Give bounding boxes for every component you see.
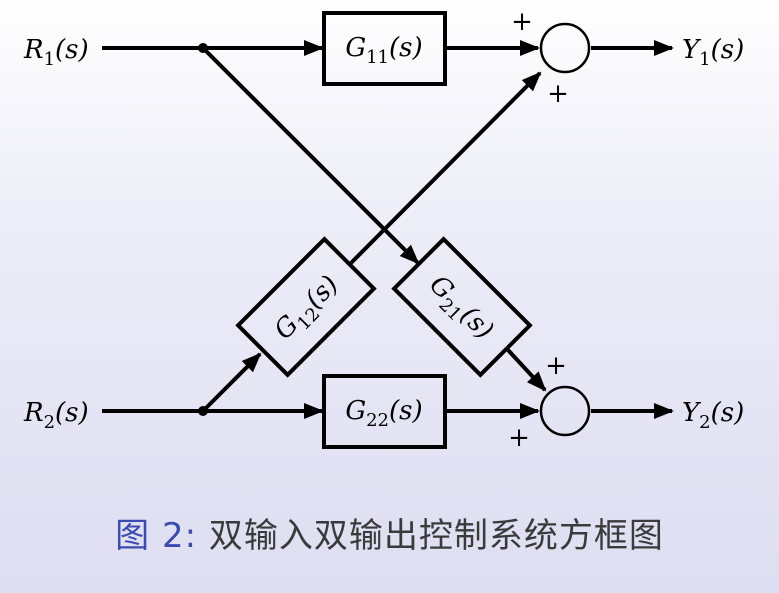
r2-to-g12-line (201, 352, 262, 413)
block-diagram: R1(s) R2(s) Y1(s) Y2(s) G11(s) G22(s) G1… (23, 7, 744, 453)
input-label-r2: R2(s) (23, 398, 89, 433)
output-label-y2: Y2(s) (682, 398, 744, 433)
input-label-r1: R1(s) (23, 35, 89, 70)
block-g12 (235, 236, 377, 378)
g21-to-sum2-line (506, 348, 547, 392)
figure-number: 图 2: (115, 516, 198, 556)
g12-to-sum1-line (348, 71, 542, 266)
sign-sum1-bottom: + (547, 79, 569, 109)
figure-caption-text: 双输入双输出控制系统方框图 (208, 516, 664, 556)
summing-junction-1 (539, 22, 591, 74)
r1-to-g21-line (201, 46, 420, 265)
sign-sum2-top: + (545, 351, 567, 381)
branch-point-r1 (198, 43, 208, 53)
block-g11 (322, 11, 447, 86)
branch-point-r2 (198, 406, 208, 416)
block-g22 (322, 374, 447, 449)
summing-junction-2 (539, 385, 591, 437)
figure-caption: 图 2: 双输入双输出控制系统方框图 (0, 508, 779, 557)
block-g21 (391, 236, 533, 378)
output-label-y1: Y1(s) (682, 35, 744, 70)
sign-sum2-bottom: + (508, 423, 530, 453)
sign-sum1-top: + (511, 7, 533, 37)
block-label-g22: G22(s) (345, 396, 422, 431)
block-label-g11: G11(s) (345, 33, 422, 68)
